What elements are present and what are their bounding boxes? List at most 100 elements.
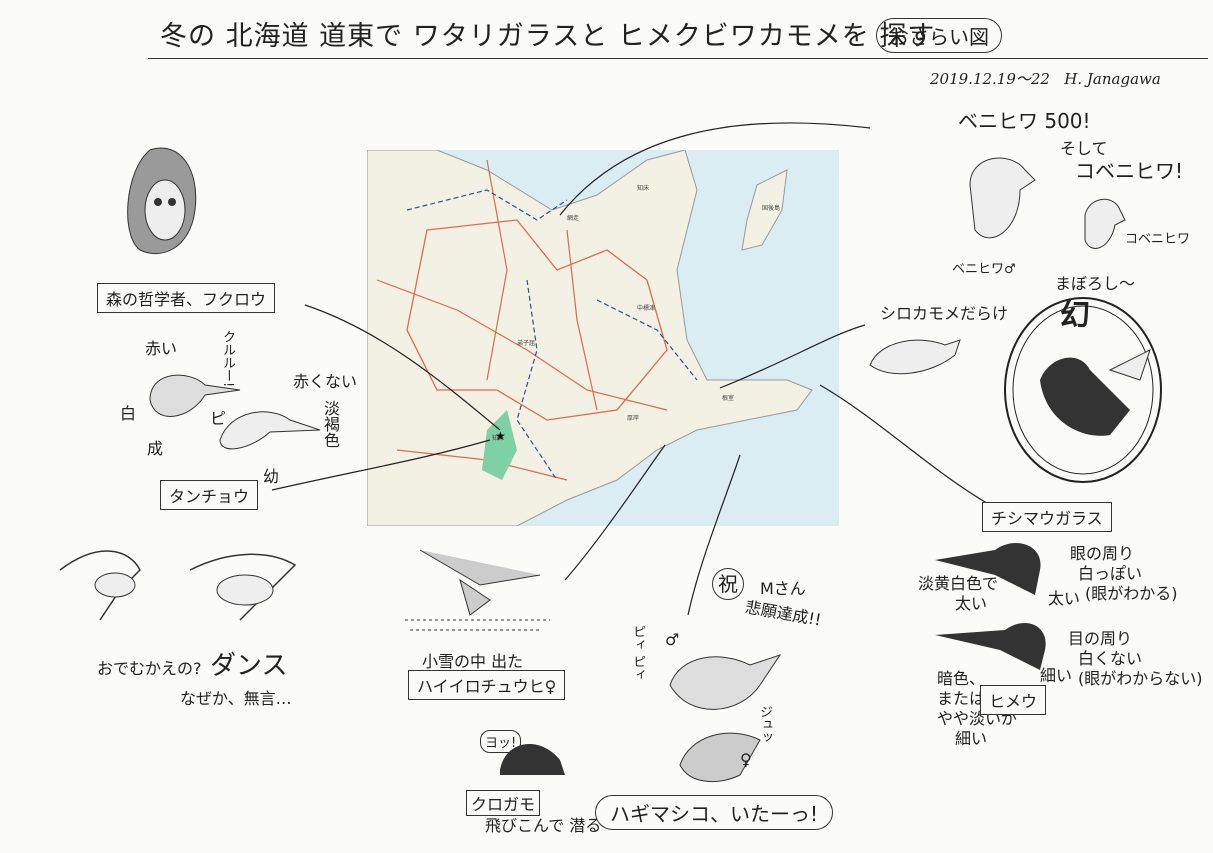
adult-crane-head [149, 374, 241, 417]
cormorant-bill4: 暗色、 [937, 669, 986, 688]
owl-label: 森の哲学者、フクロウ [97, 283, 276, 313]
dance-note1: おでむかえの? [97, 659, 202, 678]
cormorant-eye1: 眼の周り [1070, 544, 1135, 563]
crane-note-pale: 淡褐色 [321, 400, 340, 448]
cormorant-bill8: 細い [1040, 666, 1073, 685]
pelagic-cormorant [935, 622, 1046, 670]
scoter-call: ヨッ! [480, 730, 522, 753]
rosefinch-subtitle: そして [1060, 139, 1108, 158]
phantom-circle-inner [1012, 305, 1154, 475]
grosbeak-note1: Mさん [760, 579, 806, 598]
crane-wings [59, 550, 297, 621]
dancing-cranes-drawing [59, 550, 297, 621]
map-svg: 知床 網走 知床 国後島 根室 厚岸 弟子屈 中標津 ★ [366, 149, 813, 527]
owl-pointer [304, 304, 501, 431]
date-author: 2019.12.19〜22 H. Janagawa [930, 68, 1161, 89]
map-label-teshikaga: 弟子屈 [517, 339, 535, 347]
map-label-kunashiri: 国後島 [762, 204, 780, 212]
redpoll-male [969, 157, 1036, 239]
cormorant-drawing [935, 542, 1046, 670]
gull-drawing [869, 339, 961, 375]
crane-note-white: 白 [120, 404, 137, 423]
gull-pointer [719, 324, 866, 389]
map-label-shiretoko: 知床 [637, 184, 649, 192]
cormorant-bill7: 細い [955, 729, 988, 748]
title-underline [148, 58, 1208, 59]
kunashiri-island [741, 169, 788, 251]
map-of-eastern-hokkaido: 知床 網走 知床 国後島 根室 厚岸 弟子屈 中標津 ★ [366, 149, 839, 527]
male-grosbeak [669, 654, 782, 710]
crane-note-pi: ピ [210, 409, 227, 428]
arctic-redpoll [1084, 198, 1126, 249]
phantom-big: 幻 [1060, 298, 1090, 333]
female-grosbeak [679, 732, 761, 783]
cormorant-eye6: (眼がわからない) [1078, 669, 1203, 688]
rosefinch-pointer [559, 122, 871, 216]
grosbeak-drawing [669, 654, 782, 783]
cormorant-eye4: 目の周り [1068, 629, 1133, 648]
owl-drawing [127, 147, 197, 255]
crane-note-call: クルルー! [220, 330, 235, 388]
owl-body [144, 179, 186, 241]
map-label-abashiri: 網走 [567, 214, 579, 222]
gull-label: シロカモメだらけ [880, 304, 1009, 323]
kushiro-wetland [482, 410, 517, 480]
pelagic-label: ヒメウ [980, 685, 1047, 715]
trip-date: 2019.12.19〜22 [930, 70, 1050, 88]
land-area [366, 149, 813, 527]
grosbeak-pointer [687, 454, 741, 616]
harrier-label: ハイイロチュウヒ♀ [408, 670, 566, 700]
cormorant-label: チシマウガラス [982, 502, 1112, 532]
crane-label: タンチョウ [160, 480, 259, 510]
ivory-gull [1108, 349, 1151, 381]
harrier-drawing [405, 549, 550, 631]
map-label-nakashibetsu: 中標津 [637, 304, 655, 312]
grosbeak-male: ♂ [665, 630, 680, 649]
grosbeak-female: ♀ [740, 750, 752, 769]
review-badge: おさらい図 [876, 18, 1002, 53]
cormorant-bill1: 淡黄白色で [918, 574, 999, 593]
rosefinch-drawing [969, 157, 1126, 249]
congrats-mark: 祝 [712, 568, 744, 600]
map-label-akkeshi: 厚岸 [627, 415, 639, 422]
crane-note-not-red: 赤くない [293, 372, 358, 391]
red-faced-cormorant [935, 542, 1041, 595]
rosefinch-title: ベニヒワ 500! [958, 109, 1091, 133]
cormorant-bill3: 太い [1048, 589, 1081, 608]
road-lines [376, 159, 668, 481]
map-star-marker: ★ [495, 429, 506, 443]
phantom-circle [1004, 297, 1162, 483]
scoter-note: 飛びこんで 潜る [485, 816, 602, 835]
boundary-lines [406, 189, 698, 481]
scoter-drawing [500, 743, 565, 775]
phantom-note: まぼろし〜 [1055, 274, 1136, 293]
crane-note-red: 赤い [145, 339, 178, 358]
cormorant-bill5: または [937, 689, 986, 708]
cormorant-eye2: 白っぽい [1078, 564, 1143, 583]
grosbeak-call1: ピィ ピィ [630, 625, 645, 682]
rosefinch-tag2: コベニヒワ [1125, 232, 1191, 247]
rosefinch-subtitle2: コベニヒワ! [1075, 159, 1184, 183]
cormorant-bill2: 太い [955, 594, 988, 613]
cormorant-eye3: (眼がわかる) [1085, 584, 1178, 603]
juvenile-crane-head [219, 411, 321, 450]
scoter-body [500, 743, 565, 775]
crane-note-juv: 幼 [263, 467, 280, 486]
cormorant-pointer [819, 384, 991, 506]
grosbeak-label: ハギマシコ、いたーっ! [595, 795, 834, 830]
cormorant-eye5: 白くない [1078, 649, 1143, 668]
dance-note2: なぜか、無言… [180, 689, 292, 708]
page-title: 冬の 北海道 道東で ワタリガラスと ヒメクビワカモメを 探す [160, 21, 936, 52]
road-network [406, 219, 668, 421]
crane-note-adult: 成 [147, 439, 164, 458]
author-name: H. Janagawa [1064, 70, 1161, 88]
crane-pointer [271, 439, 491, 491]
raven-drawing [1040, 349, 1151, 436]
raven-body [1040, 357, 1130, 436]
dance-text: ダンス [210, 651, 288, 681]
harrier-pointer [564, 444, 666, 581]
grass-lines [405, 619, 550, 631]
scoter-label: クロガモ [466, 790, 541, 816]
harrier-body [419, 549, 541, 616]
